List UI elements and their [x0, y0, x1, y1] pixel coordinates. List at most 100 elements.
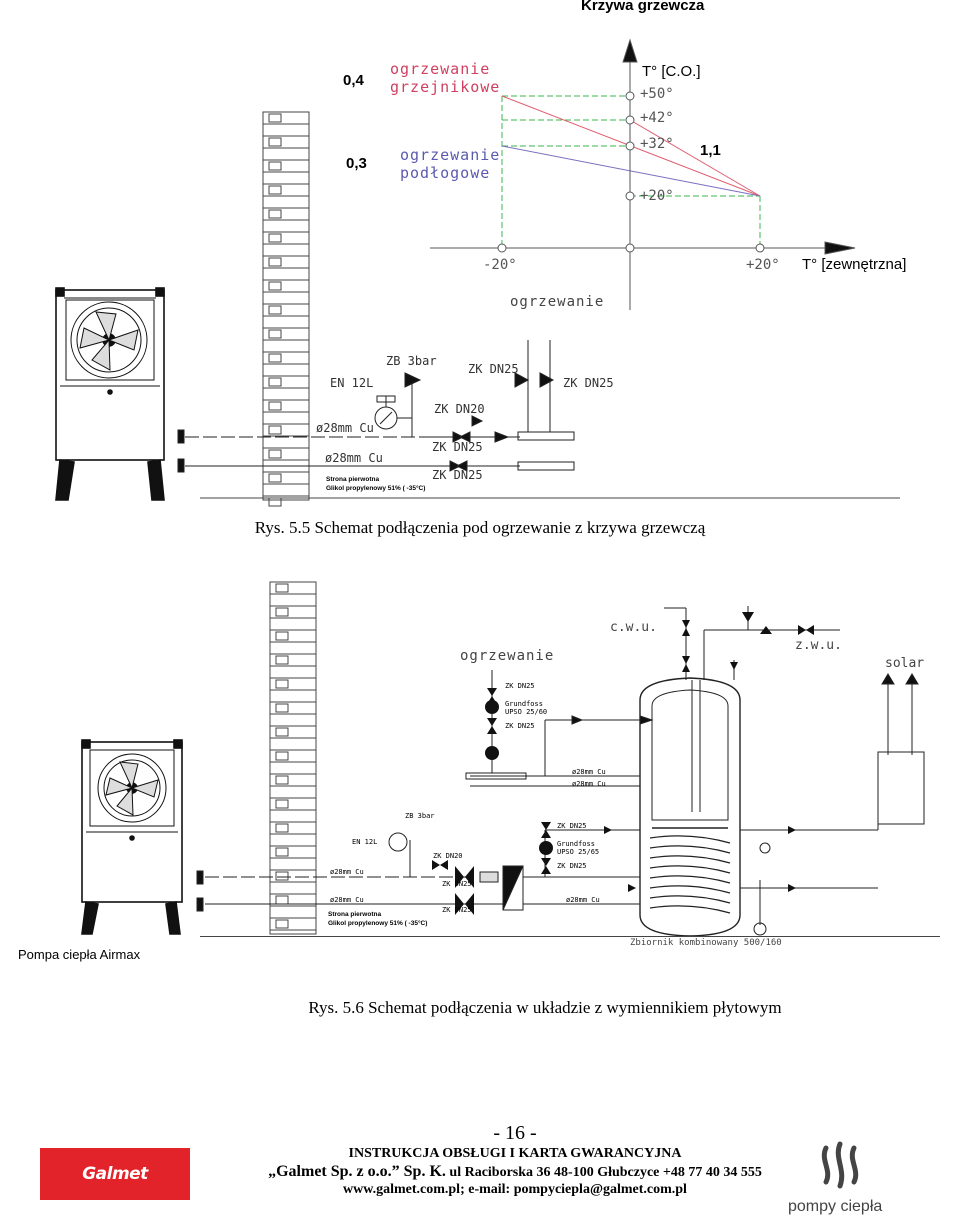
fig2-primary-line1: Strona pierwotna — [328, 911, 382, 918]
solar-label: solar — [885, 656, 925, 671]
x-tick-right: +20° — [746, 257, 780, 273]
fig2-valve-mid: ZK DN25 — [505, 722, 535, 730]
fig2-pump1: Grundfoss UPSO 25/60 — [505, 700, 547, 716]
coil-turn — [649, 905, 731, 914]
cold-water-label: z.w.u. — [795, 638, 842, 653]
y-tick-20: +20° — [640, 188, 674, 204]
fig2-pump1-line1: Grundfoss — [505, 700, 543, 708]
x-axis-label: T° [zewnętrzna] — [802, 256, 907, 273]
page-title: Krzywa grzewcza — [581, 0, 705, 14]
coil-turn — [649, 895, 731, 904]
coil-turn — [649, 845, 731, 854]
x-tick-left: -20° — [483, 257, 517, 273]
valves-fig2 — [432, 612, 814, 915]
brick-vent — [268, 161, 282, 171]
fig2-valve-top: ZK DN25 — [505, 682, 535, 690]
label-floor-line1: ogrzewanie — [400, 146, 501, 164]
fig2-pump1-line2: UPSO 25/60 — [505, 708, 548, 716]
y-tick-32: +32° — [640, 136, 674, 152]
figure-2-diagram — [81, 581, 925, 937]
label-floor-line2: podłogowe — [400, 164, 491, 182]
brick-vent — [275, 895, 289, 905]
pompy-ciepla-logo-text: pompy ciepła — [788, 1198, 883, 1215]
primary-side-line1: Strona pierwotna — [326, 476, 380, 483]
y-tick-42: +42° — [640, 110, 674, 126]
fig2-valve-1: ZK DN25 — [557, 822, 587, 830]
brick-vent — [275, 655, 289, 665]
fig2-pipe-l1: ø28mm Cu — [330, 868, 364, 876]
manual-title: INSTRUKCJA OBSŁUGI I KARTA GWARANCYJNA — [348, 1146, 682, 1161]
brick-vent — [268, 257, 282, 267]
pipe-label-2: ø28mm Cu — [325, 451, 383, 465]
brick-vent — [268, 233, 282, 243]
coef-right: 1,1 — [700, 142, 721, 159]
brick-vent — [268, 329, 282, 339]
brick-vent — [275, 871, 289, 881]
heating-label: ogrzewanie — [510, 294, 605, 310]
fig2-expansion-vessel: EN 12L — [352, 838, 378, 846]
brick-vent — [275, 583, 289, 593]
brick-vent — [268, 353, 282, 363]
brick-vent — [275, 703, 289, 713]
brick-vent — [275, 607, 289, 617]
fig2-primary-line2: Glikol propylenowy 51% ( -35°C) — [328, 920, 428, 927]
label-radiator-line2: grzejnikowe — [390, 78, 501, 96]
fig2-primary-side-note: Strona pierwotna Glikol propylenowy 51% … — [328, 910, 427, 928]
address-line: ul Raciborska 36 48-100 Głubczyce +48 77… — [445, 1165, 762, 1180]
fig2-pipe-r1: ø28mm Cu — [572, 768, 606, 776]
fig2-safety-valve: ZB 3bar — [405, 812, 435, 820]
valve-label-c: ZK DN25 — [432, 440, 483, 454]
figure-2-caption: Rys. 5.6 Schemat podłączenia w układzie … — [308, 998, 782, 1017]
brick-vent — [268, 209, 282, 219]
page-number: - 16 - — [493, 1122, 537, 1144]
piping-fig2 — [196, 606, 925, 936]
company-name: „Galmet Sp. z o.o.” Sp. K. — [268, 1163, 446, 1180]
fig2-pump2: Grundfoss UPSO 25/65 — [557, 840, 599, 856]
brick-vent — [275, 919, 289, 929]
galmet-logo-text: Galmet — [82, 1164, 148, 1184]
combined-tank — [639, 677, 741, 937]
heating-curve-grid — [501, 95, 761, 248]
label-radiator-line1: ogrzewanie — [390, 60, 491, 78]
fig2-ground-line — [200, 936, 940, 937]
brick-wall — [262, 111, 310, 507]
fig2-pipe-r2: ø28mm Cu — [572, 780, 606, 788]
piping-fig1 — [177, 340, 575, 473]
label-floor-heating: ogrzewanie podłogowe — [400, 146, 500, 182]
coil-turn — [649, 855, 731, 864]
brick-vent — [268, 113, 282, 123]
fig2-heating-label: ogrzewanie — [460, 648, 555, 664]
brick-vent — [268, 449, 282, 459]
safety-valve-label: ZB 3bar — [386, 354, 437, 368]
y-tick-50: +50° — [640, 86, 674, 102]
brick-vent — [275, 847, 289, 857]
brick-vent — [268, 401, 282, 411]
brick-wall-2 — [269, 581, 317, 935]
primary-side-note: Strona pierwotna Glikol propylenowy 51% … — [326, 475, 425, 493]
fig2-pipe-l2: ø28mm Cu — [330, 896, 364, 904]
fig2-valve-2: ZK DN25 — [442, 880, 472, 888]
fig2-pump2-line2: UPSO 25/65 — [557, 848, 600, 856]
brick-vent — [275, 631, 289, 641]
company-address: „Galmet Sp. z o.o.” Sp. K. ul Raciborska… — [0, 1163, 960, 1181]
valve-label-d: ZK DN25 — [432, 468, 483, 482]
label-radiator-heating: ogrzewanie grzejnikowe — [390, 60, 500, 96]
curve-axes — [430, 38, 856, 300]
hot-water-label: c.w.u. — [610, 620, 657, 635]
brick-vent — [275, 727, 289, 737]
heat-pump-unit-2 — [81, 739, 183, 935]
heat-pump-model-label: Pompa ciepła Airmax — [18, 947, 141, 962]
brick-vent — [268, 137, 282, 147]
brick-vent — [268, 185, 282, 195]
galmet-logo: Galmet — [40, 1148, 190, 1200]
coef-low: 0,3 — [346, 155, 367, 172]
fig2-valve-dn20: ZK DN20 — [433, 852, 463, 860]
fig2-valve-4: ZK DN25 — [557, 862, 587, 870]
brick-vent — [275, 679, 289, 689]
fig2-pump2-line1: Grundfoss — [557, 840, 595, 848]
tank-model-label: Zbiornik kombinowany 500/160 — [630, 938, 782, 948]
y-axis-label: T° [C.O.] — [642, 63, 701, 80]
website-email: www.galmet.com.pl; e-mail: pompyciepla@g… — [343, 1182, 687, 1197]
heat-pump-unit — [55, 287, 165, 501]
brick-vent — [275, 751, 289, 761]
